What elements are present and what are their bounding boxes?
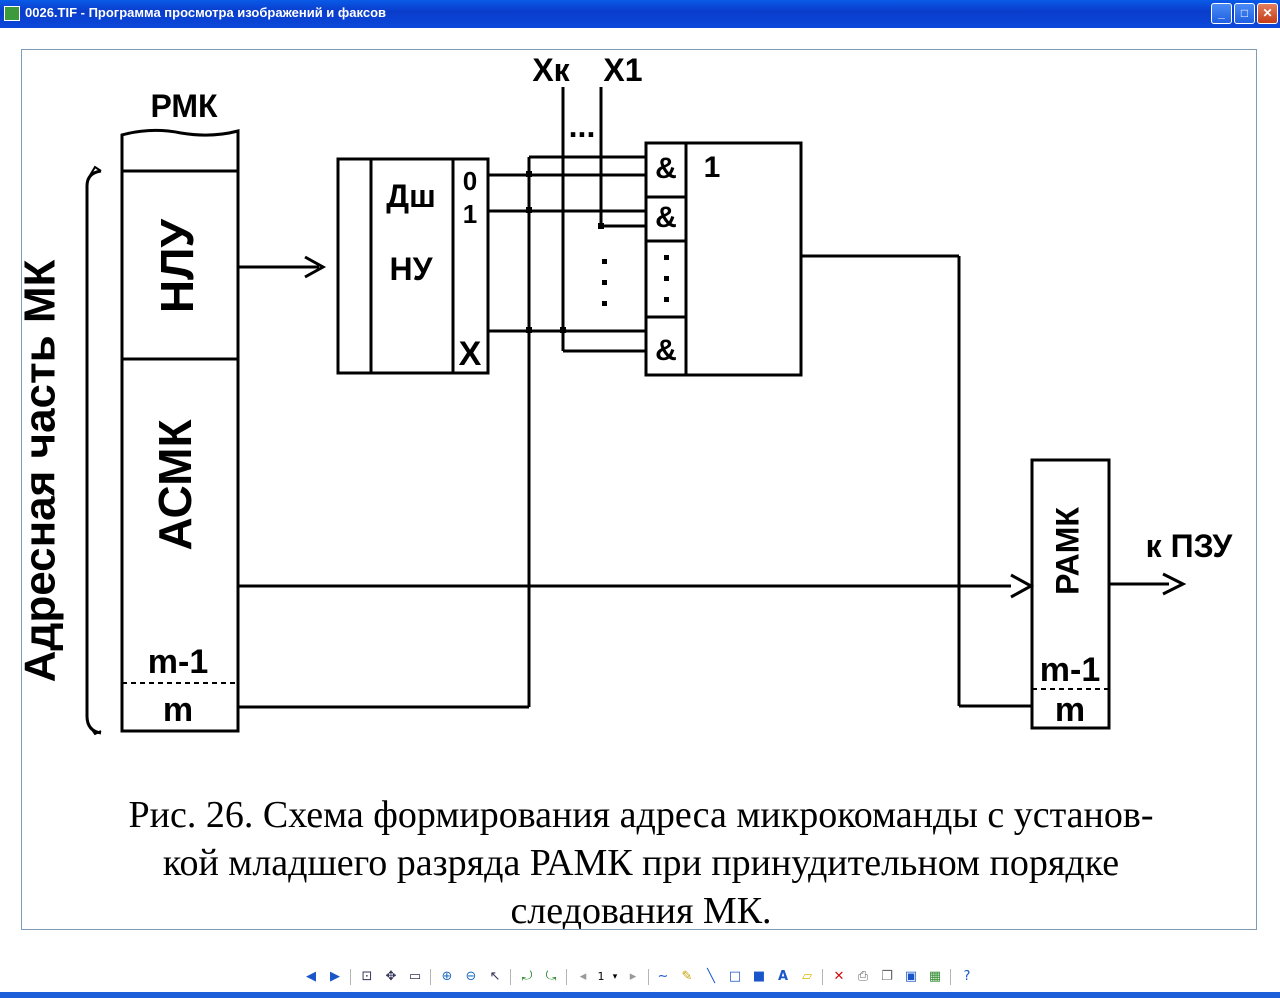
freehand-icon[interactable]: ∼ xyxy=(657,969,669,984)
filled-rect-icon[interactable]: ■ xyxy=(752,969,766,984)
and-gate-n: & xyxy=(655,334,677,367)
edit-icon[interactable]: ▦ xyxy=(928,969,942,984)
and-gate-1: & xyxy=(655,152,677,185)
rmk-label: РМК xyxy=(150,88,218,124)
zoom-in-icon[interactable]: ⊕ xyxy=(441,969,453,984)
rmk-register-top xyxy=(120,128,240,171)
asmk-field-label: АСМК xyxy=(149,419,201,551)
line-icon[interactable]: ╲ xyxy=(707,969,715,984)
caption-line-1: Рис. 26. Схема формирования адреса микро… xyxy=(129,794,1154,836)
slideshow-icon[interactable]: ▭ xyxy=(408,969,422,984)
or-gate-label: 1 xyxy=(704,151,721,184)
ramk-bit-m1-label: m-1 xyxy=(1040,651,1100,689)
rotate-ccw-icon[interactable]: ⤿ xyxy=(545,969,557,984)
print-icon[interactable]: ⎙ xyxy=(857,969,869,984)
page-number[interactable]: 1 xyxy=(597,970,605,983)
copy-icon[interactable]: ❐ xyxy=(881,969,893,984)
input-xk-label: Хк xyxy=(532,52,570,88)
select-icon[interactable]: ↖ xyxy=(489,969,501,984)
inputs-ellipsis: ... xyxy=(569,108,596,144)
taskbar-strip xyxy=(0,992,1280,998)
note-icon[interactable]: ▱ xyxy=(802,969,812,984)
next-image-icon[interactable]: ▶ xyxy=(330,969,340,984)
minimize-button[interactable]: _ xyxy=(1211,3,1232,24)
address-part-label: Адресная часть МК xyxy=(22,260,65,683)
prev-image-icon[interactable]: ◀ xyxy=(306,969,316,984)
toolbar: ◀ ▶ ⊡ ✥ ▭ ⊕ ⊖ ↖ ⤾ ⤿ ◂ 1 ▾ ▸ ∼ ✎ ╲ □ ■ A … xyxy=(0,964,1280,992)
rmk-register-box xyxy=(120,171,240,733)
bit-m-label: m xyxy=(163,691,193,729)
ramk-label: РАМК xyxy=(1049,507,1085,595)
input-x1-label: Х1 xyxy=(603,52,642,88)
maximize-button[interactable]: □ xyxy=(1234,3,1255,24)
to-pzu-label: к ПЗУ xyxy=(1146,528,1234,564)
highlighter-icon[interactable]: ✎ xyxy=(681,969,693,984)
and-gate-2: & xyxy=(655,201,677,234)
image-viewport[interactable]: РМК НЛУ АСМК m-1 m Адресная часть МК Дш … xyxy=(21,49,1257,930)
ramk-register-box xyxy=(1030,458,1111,730)
delete-icon[interactable]: ✕ xyxy=(833,969,845,984)
help-icon[interactable]: ? xyxy=(963,969,971,984)
address-bracket xyxy=(85,169,102,735)
save-icon[interactable]: ▣ xyxy=(904,969,918,984)
window-title: 0026.TIF - Программа просмотра изображен… xyxy=(25,5,386,20)
first-page-icon[interactable]: ◂ xyxy=(579,969,587,984)
text-icon[interactable]: A xyxy=(777,969,789,984)
close-button[interactable]: ✕ xyxy=(1257,3,1278,24)
decoder-output-x: X xyxy=(459,335,482,373)
app-icon xyxy=(4,6,20,21)
decoder-subtitle: НУ xyxy=(389,251,433,287)
frame-icon[interactable]: □ xyxy=(728,969,742,984)
and-or-block xyxy=(644,141,803,377)
best-fit-icon[interactable]: ⊡ xyxy=(361,969,373,984)
decoder-title: Дш xyxy=(386,178,435,214)
ramk-bit-m-label: m xyxy=(1055,691,1085,729)
next-page-icon[interactable]: ▸ xyxy=(629,969,637,984)
page-dropdown-icon[interactable]: ▾ xyxy=(612,972,618,982)
caption-line-2: кой младшего разряда РАМК при принудител… xyxy=(163,842,1119,884)
actual-size-icon[interactable]: ✥ xyxy=(385,969,397,984)
decoder-box xyxy=(336,157,490,375)
rotate-cw-icon[interactable]: ⤾ xyxy=(521,969,533,984)
bit-m1-label: m-1 xyxy=(148,643,208,681)
caption-line-3: следования МК. xyxy=(510,890,771,930)
nlu-field-label: НЛУ xyxy=(151,218,203,313)
title-bar: 0026.TIF - Программа просмотра изображен… xyxy=(0,0,1280,28)
decoder-output-1: 1 xyxy=(463,199,477,229)
decoder-output-0: 0 xyxy=(463,166,477,196)
circuit-diagram: РМК НЛУ АСМК m-1 m Адресная часть МК Дш … xyxy=(22,52,1234,930)
zoom-out-icon[interactable]: ⊖ xyxy=(465,969,477,984)
